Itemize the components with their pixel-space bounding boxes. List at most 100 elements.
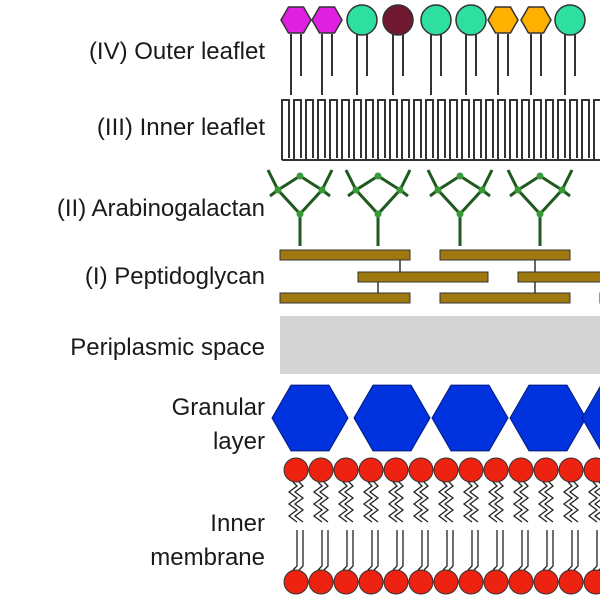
arabinogalactan-layer [266,169,574,246]
membrane-tail [393,481,405,523]
membrane-tail [467,530,473,571]
mycolic-acid-hairpin [509,99,518,160]
peptidoglycan-strand [279,249,411,261]
membrane-head-bottom [433,569,459,595]
membrane-tail [342,530,348,571]
arabinogalactan-label: (II) Arabinogalactan [56,195,265,222]
mycolic-acid-hairpin [461,99,470,160]
mycolic-acid-hairpin [341,99,350,160]
membrane-tail [287,481,299,523]
inner-membrane-layer [283,457,600,595]
membrane-head-top [408,457,434,483]
membrane-head-top [583,457,600,483]
membrane-tail [298,530,304,571]
mycolic-acid-hairpin [473,99,482,160]
membrane-head-top [483,457,509,483]
arabinogalactan-node [374,210,382,218]
mycolic-acid-hairpin [581,99,590,160]
arabinogalactan-branch [266,169,334,246]
outer-headgroup-circle [420,4,452,36]
membrane-tail [343,481,355,523]
membrane-tail [337,481,349,523]
membrane-tail [498,530,504,571]
membrane-tail [462,481,474,523]
membrane-tail [418,481,430,523]
outer-headgroup-circle [382,4,414,36]
membrane-tail [562,481,574,523]
mycolic-acid-hairpin [569,99,578,160]
outer-headgroup-hex [311,6,343,34]
periplasmic-space-label: Periplasmic space [70,334,265,361]
membrane-tail [568,481,580,523]
membrane-tail [293,481,305,523]
membrane-tail [493,481,505,523]
outer-headgroup-hex [520,6,552,34]
arabinogalactan-node [318,186,326,194]
mycolic-acid-hairpin [329,99,338,160]
mycolic-acid-hairpin [401,99,410,160]
mycolic-acid-hairpin [317,99,326,160]
membrane-head-bottom [308,569,334,595]
arabinogalactan-node [274,186,282,194]
outer-headgroup-hex [487,6,519,34]
membrane-tail [573,530,579,571]
membrane-head-top [283,457,309,483]
membrane-tail [567,530,573,571]
mycolic-acid-hairpin [449,99,458,160]
periplasmic-space-layer [280,316,600,374]
membrane-tail [448,530,454,571]
mycolic-acid-hairpin [485,99,494,160]
membrane-tail [398,530,404,571]
membrane-head-top [383,457,409,483]
membrane-tail [543,481,555,523]
membrane-tail [423,530,429,571]
membrane-tail [312,481,324,523]
granular-layer-label-line1: Granular [171,394,265,421]
outer-headgroup-circle [346,4,378,36]
arabinogalactan-node [478,186,486,194]
granular-hexagon [271,384,349,452]
membrane-tail [468,481,480,523]
membrane-tail [587,481,599,523]
arabinogalactan-branch [506,169,574,246]
arabinogalactan-branch [426,169,494,246]
membrane-tail [492,530,498,571]
membrane-tail [517,530,523,571]
peptidoglycan-strand [439,249,571,261]
membrane-tail [487,481,499,523]
mycolic-acid-hairpin [389,99,398,160]
mycolic-acid-hairpin [305,99,314,160]
membrane-head-bottom [383,569,409,595]
arabinogalactan-node [352,186,360,194]
arabinogalactan-node [456,172,464,180]
inner-membrane-label-line2: membrane [150,544,265,571]
peptidoglycan-strand [517,271,600,283]
membrane-head-bottom [508,569,534,595]
mycolic-acid-hairpin [557,99,566,160]
mycolic-acid-hairpin [593,99,600,160]
membrane-head-bottom [533,569,559,595]
membrane-head-bottom [358,569,384,595]
outer-headgroup-circle [554,4,586,36]
membrane-head-top [308,457,334,483]
peptidoglycan-strand [357,271,489,283]
arabinogalactan-node [558,186,566,194]
outer-leaflet-label: (IV) Outer leaflet [88,38,265,65]
membrane-head-top [533,457,559,483]
mycolic-acid-hairpin [353,99,362,160]
peptidoglycan-strand [439,292,571,304]
membrane-tail [592,530,598,571]
membrane-tail [512,481,524,523]
granular-hexagon [353,384,431,452]
membrane-head-bottom [558,569,584,595]
membrane-head-bottom [458,569,484,595]
arabinogalactan-node [536,210,544,218]
membrane-tail [518,481,530,523]
arabinogalactan-node [434,186,442,194]
inner-membrane-label-line1: Inner [210,510,265,537]
membrane-head-top [508,457,534,483]
membrane-tail [368,481,380,523]
peptidoglycan-strand [279,292,411,304]
membrane-head-bottom [283,569,309,595]
